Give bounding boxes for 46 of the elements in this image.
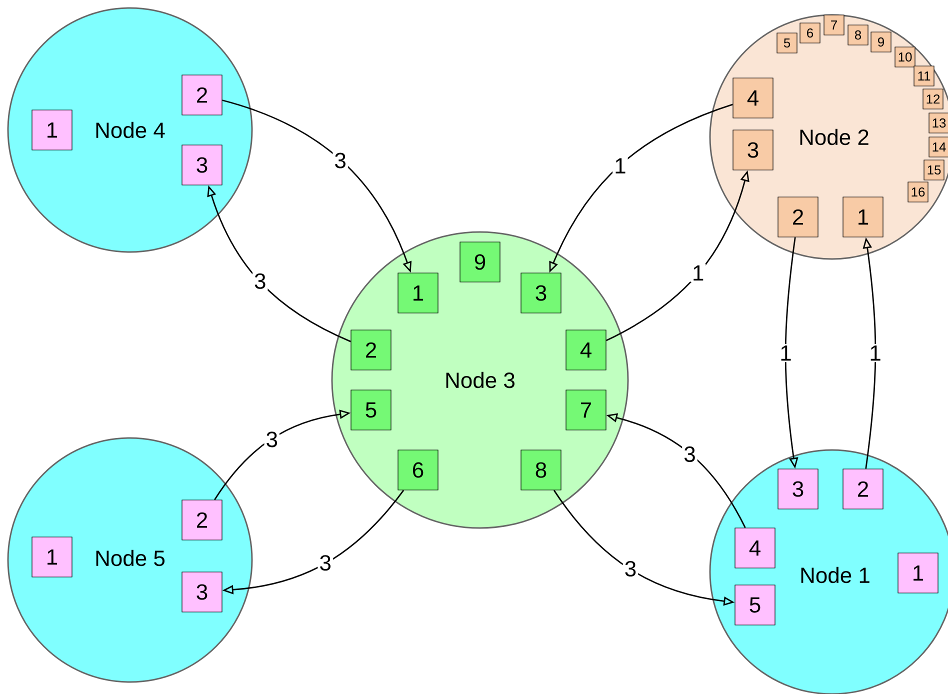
port-box: 1	[898, 552, 938, 594]
edge-label: 3	[320, 555, 330, 571]
edge-label: 1	[616, 158, 626, 174]
port-box: 4	[566, 330, 606, 370]
port-box: 2	[778, 196, 818, 238]
port-box: 6	[398, 450, 438, 490]
port-box: 5	[776, 32, 798, 54]
port-box: 1	[842, 196, 884, 238]
port-box: 3	[182, 572, 222, 612]
port-box: 3	[520, 272, 562, 314]
port-box: 8	[520, 450, 562, 490]
port-box: 5	[350, 390, 392, 430]
port-box: 2	[842, 468, 884, 510]
edge-label: 1	[870, 345, 880, 361]
port-box: 3	[732, 130, 774, 170]
edge-label: 3	[625, 560, 636, 577]
port-box: 5	[734, 584, 776, 626]
port-box: 2	[182, 500, 222, 540]
edge-label: 3	[335, 152, 346, 168]
edge-label: 1	[781, 345, 791, 361]
port-box: 4	[732, 78, 774, 118]
edge-label: 1	[694, 265, 704, 280]
port-box: 2	[182, 74, 222, 116]
edge-label: 3	[254, 273, 266, 289]
port-box: 9	[460, 242, 500, 282]
port-box: 14	[928, 136, 948, 158]
port-box: 15	[924, 160, 944, 180]
edge-label: 3	[266, 432, 278, 448]
port-box: 7	[566, 390, 606, 430]
edge-label: 3	[684, 446, 695, 462]
port-box: 3	[182, 144, 222, 186]
port-box: 16	[908, 182, 928, 202]
port-box: 3	[778, 468, 818, 510]
port-box: 10	[894, 46, 916, 68]
port-box: 1	[32, 536, 72, 578]
port-box: 9	[870, 32, 892, 52]
port-box: 8	[848, 24, 868, 46]
port-box: 2	[350, 330, 392, 370]
port-box: 7	[824, 14, 844, 36]
port-box: 6	[800, 22, 820, 44]
port-box: 1	[32, 110, 72, 150]
port-box: 13	[928, 112, 948, 134]
port-box: 1	[398, 272, 438, 314]
port-box: 12	[922, 88, 944, 110]
port-box: 11	[914, 66, 934, 86]
port-box: 4	[734, 528, 776, 568]
